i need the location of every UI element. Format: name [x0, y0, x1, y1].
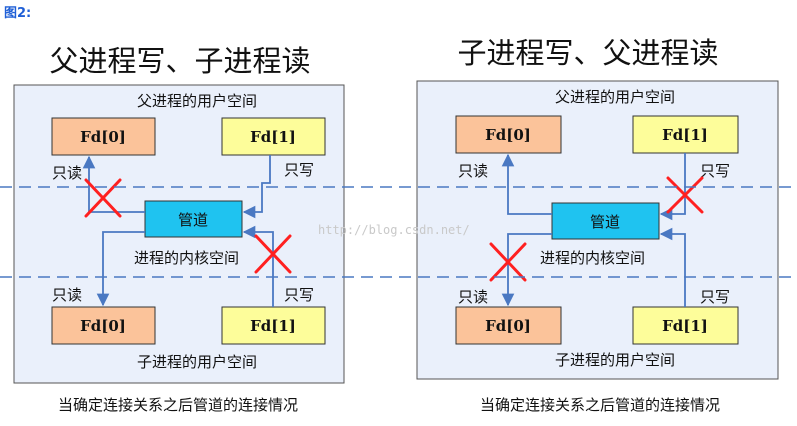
panel-left: 父进程写、子进程读 父进程的用户空间 Fd[0] Fd[1] 只读 只写 管道 …	[13, 44, 345, 414]
panel-right-child-space: 子进程的用户空间	[555, 351, 675, 369]
panel-left-kernel-label: 进程的内核空间	[134, 249, 239, 267]
panel-left-title: 父进程写、子进程读	[49, 44, 310, 78]
panel-left-child-read-label: 只读	[52, 286, 82, 304]
panel-left-parent-fd0: Fd[0]	[80, 128, 126, 146]
panel-right-caption: 当确定连接关系之后管道的连接情况	[480, 396, 720, 414]
panel-right-title: 子进程写、父进程读	[457, 36, 718, 70]
panel-right: 子进程写、父进程读 父进程的用户空间 Fd[0] Fd[1] 只读 只写 管道 …	[416, 36, 779, 414]
panel-right-conn-parent-write	[659, 153, 686, 221]
panel-left-child-space: 子进程的用户空间	[137, 353, 257, 371]
panel-left-parent-fd1: Fd[1]	[250, 128, 296, 146]
panel-right-cross-parent-write	[666, 176, 704, 214]
panel-right-child-fd1-box	[632, 306, 739, 345]
panel-right-parent-write-label: 只写	[700, 162, 730, 180]
panel-right-child-fd0: Fd[0]	[485, 317, 531, 335]
figure-label: 图2:	[4, 6, 32, 21]
panel-right-cross-child-read	[489, 242, 527, 282]
panel-right-parent-fd1: Fd[1]	[662, 126, 708, 144]
panel-right-parent-fd0: Fd[0]	[485, 126, 531, 144]
panel-left-child-fd0: Fd[0]	[80, 317, 126, 335]
panel-left-pipe-box	[144, 200, 243, 238]
panel-left-cross-parent-read	[84, 178, 122, 218]
panel-right-child-read-label: 只读	[458, 288, 488, 306]
panel-right-parent-fd0-box	[455, 115, 562, 154]
panel-left-pipe-label: 管道	[178, 211, 208, 229]
panel-left-child-write-label: 只写	[284, 286, 314, 304]
panel-right-conn-parent-read	[501, 153, 552, 215]
panel-left-parent-fd0-box	[51, 117, 156, 156]
panel-right-conn-child-write	[659, 227, 686, 307]
panel-right-child-fd1: Fd[1]	[662, 317, 708, 335]
panel-right-child-fd0-box	[455, 306, 562, 345]
panel-right-pipe-label: 管道	[590, 213, 620, 231]
panel-left-child-fd1: Fd[1]	[250, 317, 296, 335]
watermark-text: http://blog.csdn.net/	[318, 223, 470, 237]
panel-right-child-write-label: 只写	[700, 288, 730, 306]
panel-left-parent-space: 父进程的用户空间	[137, 92, 257, 110]
panel-left-parent-read-label: 只读	[52, 164, 82, 182]
panel-left-child-fd0-box	[51, 306, 156, 345]
panel-left-caption: 当确定连接关系之后管道的连接情况	[58, 396, 298, 414]
panel-right-parent-space: 父进程的用户空间	[555, 88, 675, 106]
panel-right-pipe-box	[551, 202, 660, 240]
panel-left-child-fd1-box	[221, 306, 326, 345]
panel-left-conn-parent-write	[242, 155, 271, 219]
panel-left-cross-child-write	[254, 234, 292, 274]
panel-right-parent-read-label: 只读	[458, 162, 488, 180]
panel-right-parent-fd1-box	[632, 115, 739, 154]
panel-right-conn-child-read	[501, 233, 552, 307]
panel-left-parent-fd1-box	[221, 117, 326, 156]
panel-left-conn-child-write	[242, 225, 274, 307]
panel-right-kernel-label: 进程的内核空间	[540, 249, 645, 267]
panel-left-parent-write-label: 只写	[284, 161, 314, 179]
panel-left-conn-child-read	[96, 231, 145, 307]
